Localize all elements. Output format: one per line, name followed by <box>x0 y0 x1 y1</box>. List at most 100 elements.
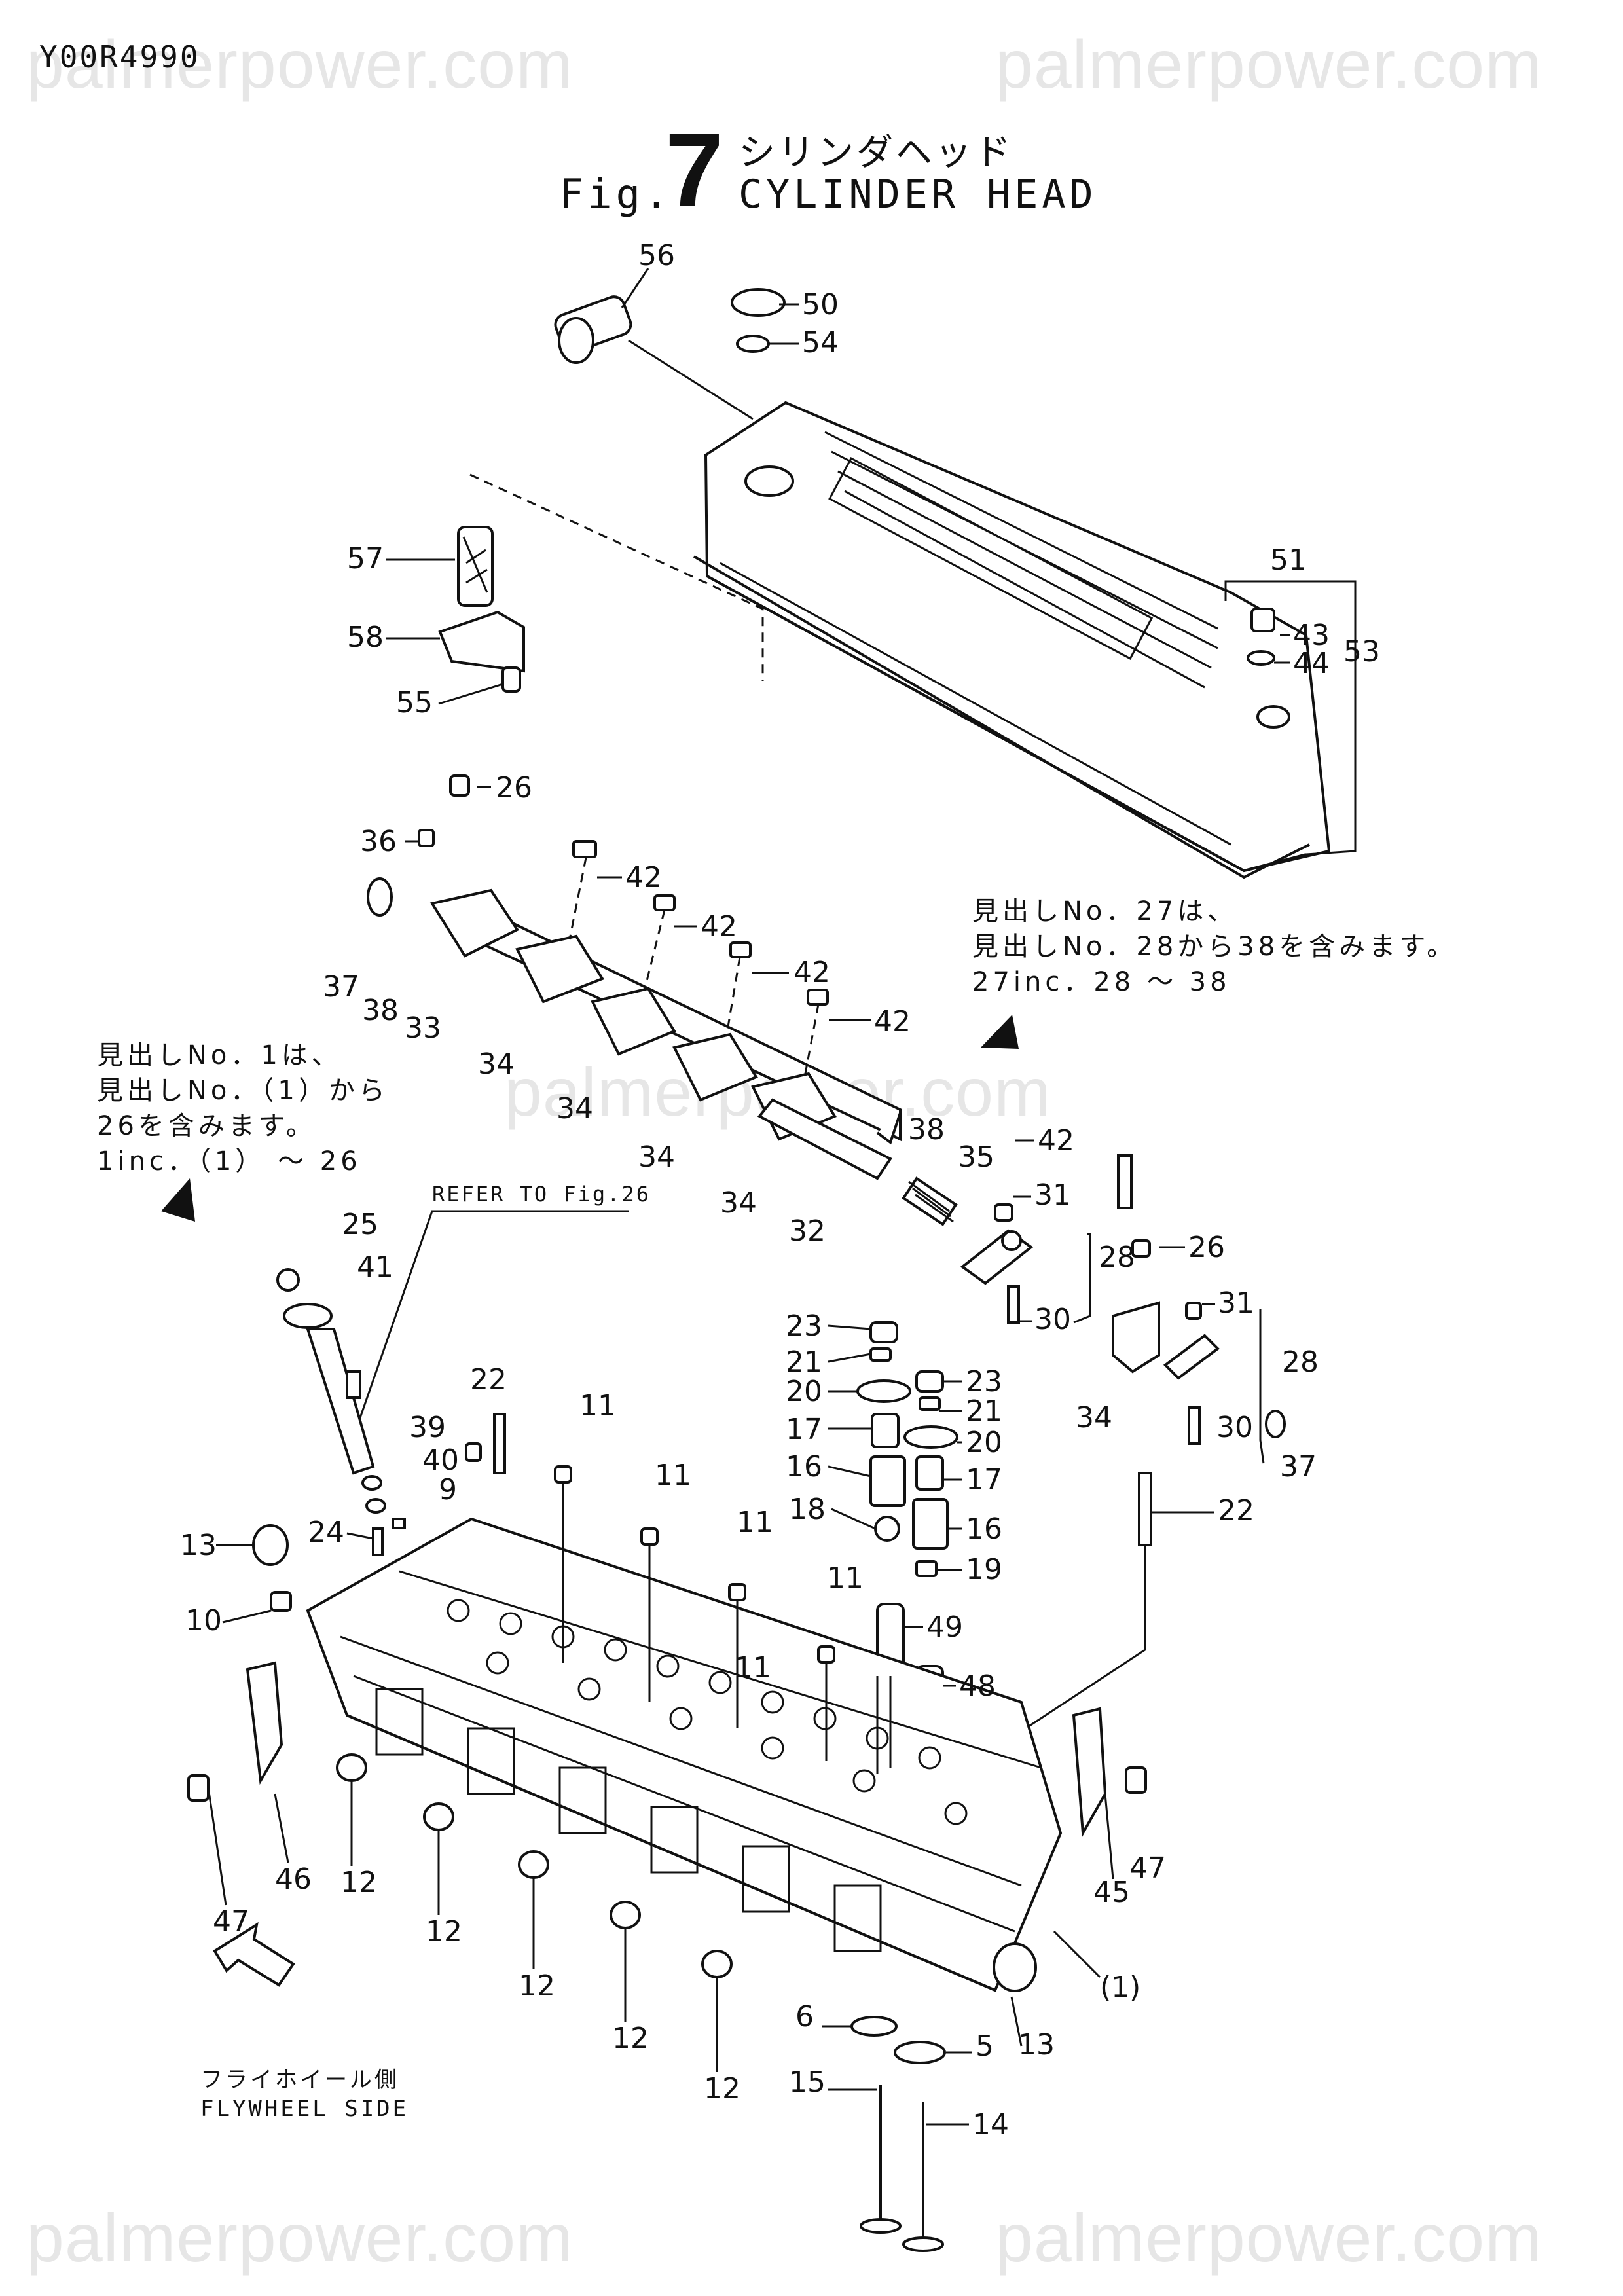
rocker-dash-lines <box>568 857 820 1074</box>
breather-elbow <box>554 295 632 364</box>
callout-39: 39 <box>409 1411 446 1444</box>
note-line: 見出しNo．（1）から <box>97 1076 389 1106</box>
callout-14: 14 <box>972 2108 1009 2141</box>
note-line: 27inc．28 ～ 38 <box>972 967 1231 997</box>
callout-13: 13 <box>180 1529 217 1562</box>
callout-44: 44 <box>1293 647 1330 680</box>
callout-31: 31 <box>1218 1286 1254 1320</box>
cylinder-head-ports <box>375 1688 882 1952</box>
callout-30: 30 <box>1216 1411 1253 1444</box>
callout-9: 9 <box>439 1473 457 1506</box>
note-assembly-27: 見出しNo．27は、 見出しNo．28から38を含みます。 27inc．28 ～… <box>972 894 1457 1000</box>
rocker-arm-set <box>960 1154 1286 1546</box>
callout-34: 34 <box>478 1048 515 1081</box>
callout-42: 42 <box>874 1005 911 1038</box>
rocker-spring <box>902 1176 958 1226</box>
flywheel-side-label: フライホイール側 FLYWHEEL SIDE <box>200 2066 409 2123</box>
callout-53: 53 <box>1343 635 1380 668</box>
callout-58: 58 <box>347 621 384 654</box>
callout-11: 11 <box>655 1459 691 1492</box>
callout-11: 11 <box>827 1561 864 1595</box>
watermark-bottom-right: palmerpower.com <box>995 2200 1542 2276</box>
note-assembly-1: 見出しNo．1は、 見出しNo．（1）から 26を含みます。 1inc．（1） … <box>97 1038 389 1179</box>
callout-11: 11 <box>579 1389 616 1423</box>
callout-31: 31 <box>1034 1178 1071 1212</box>
note-line: 見出しNo．27は、 <box>972 896 1238 926</box>
callout-17: 17 <box>786 1413 822 1446</box>
shaft-plug <box>757 1098 892 1180</box>
callout-24: 24 <box>308 1516 344 1549</box>
callout-50: 50 <box>802 288 839 321</box>
callout-12: 12 <box>612 2022 649 2055</box>
callout-28: 28 <box>1099 1241 1135 1274</box>
rocker-bolts <box>418 774 829 1006</box>
rocker-shaft-assembly <box>429 888 902 1145</box>
callout-55: 55 <box>396 686 433 720</box>
callout-47: 47 <box>213 1905 249 1939</box>
flywheel-label-en: FLYWHEEL SIDE <box>200 2096 409 2122</box>
callout-12: 12 <box>340 1866 377 1899</box>
callout-37: 37 <box>323 970 359 1004</box>
filter-bracket <box>438 610 525 673</box>
callout-16: 16 <box>786 1450 822 1484</box>
callout-21: 21 <box>786 1345 822 1379</box>
flywheel-label-ja: フライホイール側 <box>200 2067 399 2093</box>
cylinder-head-studs <box>465 1413 892 1768</box>
callout-18: 18 <box>789 1493 826 1526</box>
callout-11: 11 <box>735 1651 771 1685</box>
note-line: 見出しNo．28から38を含みます。 <box>972 932 1457 962</box>
callout-35: 35 <box>958 1140 994 1174</box>
valves-and-seats <box>850 2016 946 2252</box>
callout-46: 46 <box>275 1863 312 1896</box>
callout-43: 43 <box>1293 619 1330 652</box>
callout-22: 22 <box>470 1363 507 1396</box>
callout-54: 54 <box>802 326 839 359</box>
callout-51: 51 <box>1270 543 1307 577</box>
callout-49: 49 <box>926 1611 963 1644</box>
callout-37: 37 <box>1280 1450 1317 1484</box>
callout-21: 21 <box>966 1394 1002 1428</box>
callout-36: 36 <box>360 825 397 858</box>
callout-12: 12 <box>519 1969 555 2003</box>
figure-number: 7 <box>665 111 723 228</box>
callout-42: 42 <box>701 910 737 943</box>
callout-12: 12 <box>426 1915 462 1948</box>
filter-dash-line <box>469 473 764 681</box>
callout-25: 25 <box>342 1208 378 1241</box>
watermark-top-right: palmerpower.com <box>995 27 1542 103</box>
callout-leaders <box>207 268 1290 2126</box>
callout-22: 22 <box>1218 1494 1254 1527</box>
callout-15: 15 <box>789 2066 826 2099</box>
flywheel-direction-arrow <box>213 1922 295 1987</box>
callout-10: 10 <box>185 1604 222 1637</box>
document-id: Y00R4990 <box>39 39 200 75</box>
note-line: 1inc．（1） ～ 26 <box>97 1146 361 1176</box>
callout-11: 11 <box>737 1506 773 1539</box>
refer-leader-line <box>356 1210 629 1428</box>
note-line: 26を含みます。 <box>97 1111 316 1141</box>
callout-23: 23 <box>786 1309 822 1343</box>
figure-title-japanese: シリンダヘッド <box>739 132 1013 174</box>
callout-17: 17 <box>966 1463 1002 1497</box>
watermark-top-left: palmerpower.com <box>26 27 574 103</box>
callout-13: 13 <box>1018 2028 1055 2062</box>
injector-seals <box>361 1475 406 1556</box>
watermark-bottom-left: palmerpower.com <box>26 2200 574 2276</box>
callout-41: 41 <box>357 1250 393 1284</box>
callout-32: 32 <box>789 1214 826 1248</box>
oil-filler-cap <box>731 288 786 353</box>
callout-34: 34 <box>1076 1401 1112 1434</box>
callout-30: 30 <box>1034 1303 1071 1336</box>
rocker-bracket-lines <box>1073 1233 1265 1464</box>
callout-12: 12 <box>704 2072 740 2105</box>
snap-ring <box>367 877 393 917</box>
callout-45: 45 <box>1093 1876 1130 1909</box>
figure-title-english: CYLINDER HEAD <box>739 172 1097 217</box>
pointer-triangle-left <box>161 1178 195 1222</box>
callout-38: 38 <box>908 1113 945 1146</box>
injector-nozzle <box>276 1268 375 1475</box>
callout-42: 42 <box>625 861 662 894</box>
callout-labels: 56 50 54 57 58 55 51 43 44 53 26 36 42 4… <box>180 239 1380 2141</box>
callout-34: 34 <box>556 1092 593 1125</box>
cylinder-head <box>306 1517 1063 1992</box>
